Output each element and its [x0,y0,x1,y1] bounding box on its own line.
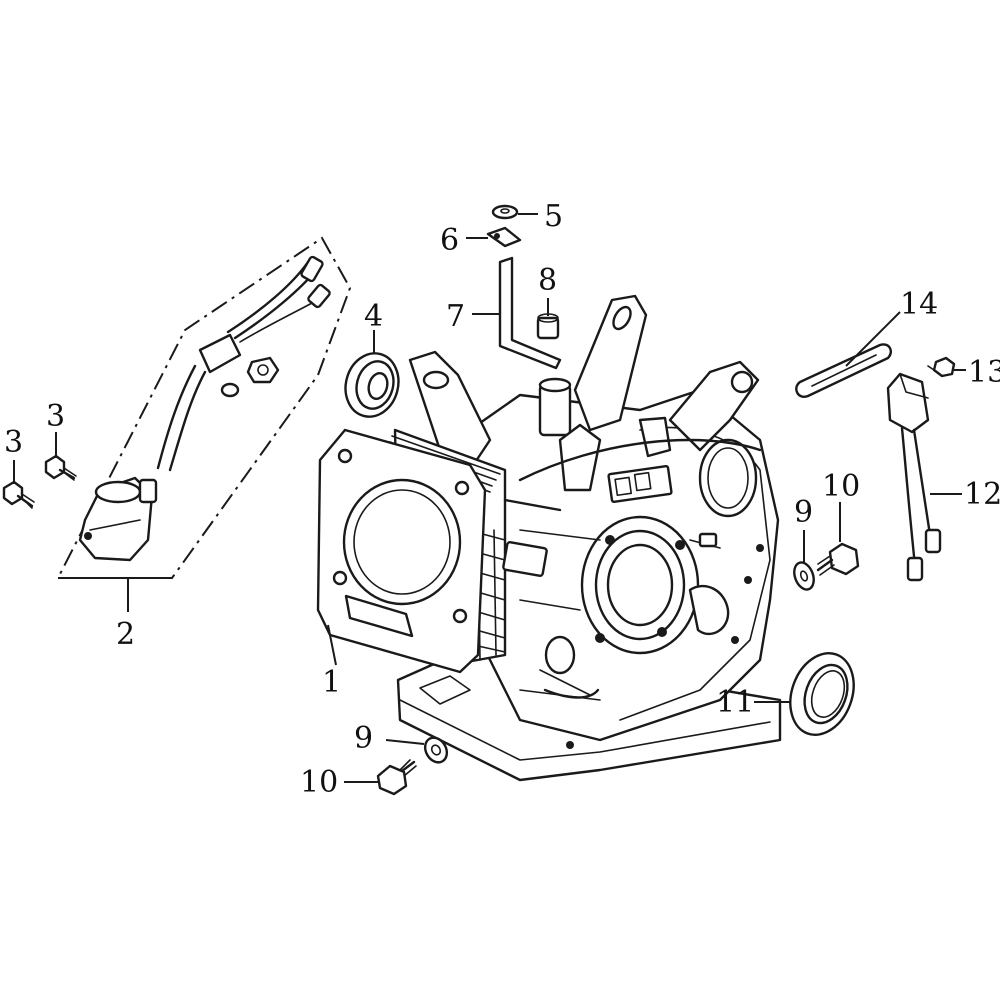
callout-9-right: 9 [794,495,813,530]
part-9-washer-right [793,530,815,591]
callout-3-right: 3 [46,399,65,434]
callout-2: 2 [116,617,135,652]
part-6-clip [466,226,522,248]
part-3-screw-left [2,460,35,509]
callout-7: 7 [446,299,465,334]
leader-1 [327,624,337,666]
callout-5: 5 [544,199,563,234]
part-2-oil-sensor-assembly [56,236,352,612]
part-1-crankcase [316,294,782,782]
callout-12: 12 [964,477,1000,512]
callout-1: 1 [322,665,341,700]
callout-10-right: 10 [822,469,860,504]
part-7-governor-shaft [472,256,562,370]
part-10-bolt-bottom [344,759,417,796]
callout-14: 14 [900,287,938,322]
part-13-screw [927,356,966,378]
callout-4: 4 [364,299,383,334]
part-8-plug [536,298,560,340]
callout-3-left: 3 [4,425,23,460]
part-14-bracket [795,311,901,398]
part-9-washer-bottom [385,736,449,764]
part-4-bearing [344,330,400,418]
part-3-screw-right [44,432,77,481]
callout-9-bottom: 9 [354,721,373,756]
callout-13: 13 [968,355,1000,390]
part-5-washer [491,204,538,220]
part-12-sensor [886,372,962,582]
callout-6: 6 [440,223,459,258]
callout-11: 11 [716,685,754,720]
callout-10-bottom: 10 [300,765,338,800]
part-10-bolt-right [816,502,860,576]
callout-8: 8 [538,263,557,298]
part-11-oil-seal [754,652,855,736]
